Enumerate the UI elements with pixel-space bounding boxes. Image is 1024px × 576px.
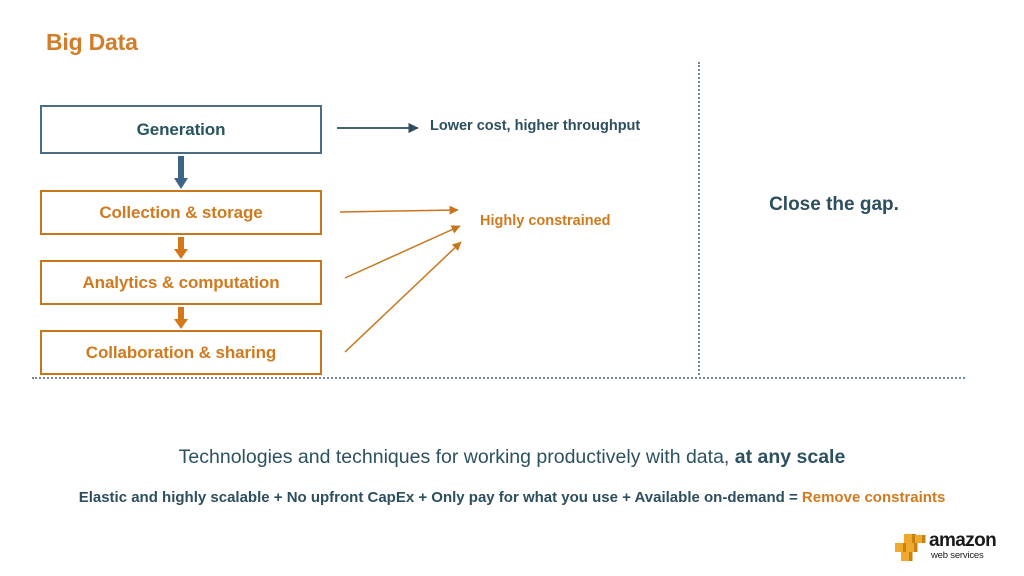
- aws-subwordmark: web services: [931, 550, 984, 561]
- flow-box-label: Generation: [136, 119, 226, 139]
- divider-vertical: [698, 62, 700, 375]
- flow-box-generation[interactable]: Generation: [40, 105, 322, 154]
- aws-boxes-icon: [895, 534, 926, 561]
- flow-box-collaboration-sharing[interactable]: Collaboration & sharing: [40, 330, 322, 375]
- flow-box-collection-storage[interactable]: Collection & storage: [40, 190, 322, 235]
- arrow-head: [174, 178, 188, 189]
- aws-wordmark: amazon: [929, 530, 997, 551]
- page-title: Big Data: [46, 29, 138, 55]
- divider-horizontal: [32, 377, 965, 379]
- flow-box-label: Analytics & computation: [82, 272, 280, 292]
- arrow-shaft: [178, 307, 184, 320]
- arrow-collaboration-to-constrained: [344, 241, 462, 353]
- down-arrow-icon: [174, 156, 188, 189]
- close-the-gap-statement: Close the gap.: [769, 194, 899, 215]
- side-arrows-group: [337, 122, 462, 353]
- arrow-collection-to-constrained: [339, 205, 459, 215]
- arrow-head: [174, 249, 188, 259]
- tagline-emphasis: at any scale: [734, 446, 846, 468]
- callout-highly-constrained: Highly constrained: [480, 213, 611, 229]
- flow-box-analytics-computation[interactable]: Analytics & computation: [40, 260, 322, 305]
- tagline: Technologies and techniques for working …: [0, 446, 1024, 469]
- down-arrow-icon: [174, 237, 188, 259]
- arrow-shaft: [178, 156, 184, 179]
- arrow-shaft: [178, 237, 184, 250]
- arrow-analytics-to-constrained: [344, 225, 461, 279]
- aws-logo: amazon web services: [893, 531, 1005, 567]
- flow-box-label: Collection & storage: [99, 202, 263, 222]
- down-arrow-icon: [174, 307, 188, 329]
- callout-lower-cost: Lower cost, higher throughput: [430, 118, 641, 134]
- tagline-lead: Technologies and techniques for working …: [178, 446, 735, 468]
- flow-box-label: Collaboration & sharing: [85, 342, 277, 362]
- arrow-head: [174, 319, 188, 329]
- formula-highlight: Remove constraints: [801, 489, 946, 506]
- formula-lead: Elastic and highly scalable + No upfront…: [78, 489, 802, 506]
- value-formula: Elastic and highly scalable + No upfront…: [0, 489, 1024, 506]
